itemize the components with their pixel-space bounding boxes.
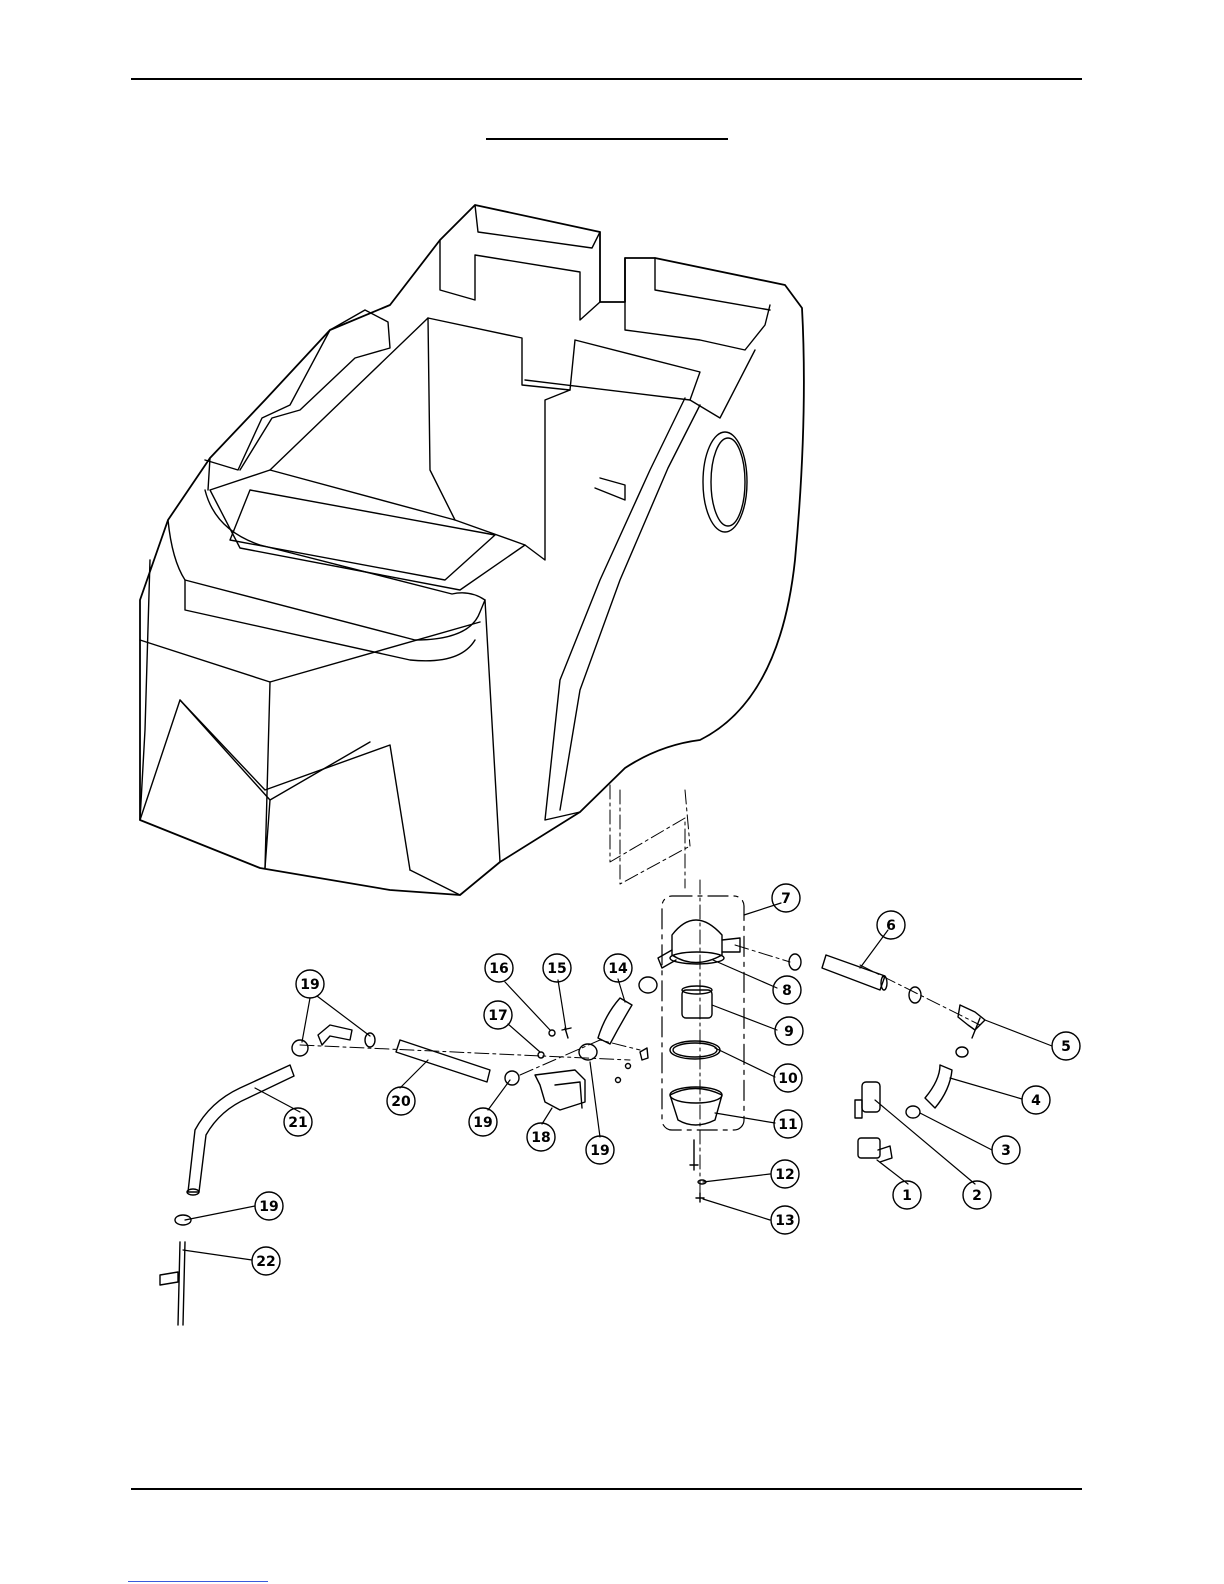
callout-22: 22 (252, 1247, 280, 1275)
leader-lines (183, 903, 1052, 1260)
callout-18-label: 18 (531, 1130, 550, 1146)
callout-19-bottom-label: 19 (259, 1199, 278, 1215)
callout-19-bottom: 19 (255, 1192, 283, 1220)
callout-13-label: 13 (775, 1213, 794, 1229)
callout-17: 17 (484, 1001, 512, 1029)
callout-22-label: 22 (256, 1254, 275, 1270)
callout-21-label: 21 (288, 1115, 307, 1131)
callout-16: 16 (485, 954, 513, 982)
callout-1: 1 (893, 1181, 921, 1209)
callout-21: 21 (284, 1108, 312, 1136)
callout-4-label: 4 (1031, 1093, 1041, 1109)
callout-20-label: 20 (391, 1094, 411, 1110)
callout-15: 15 (543, 954, 571, 982)
callout-9-label: 9 (784, 1024, 794, 1040)
callout-5: 5 (1052, 1032, 1080, 1060)
callout-19-hose: 19 (469, 1108, 497, 1136)
callout-19-top-label: 19 (300, 977, 319, 993)
callout-12: 12 (771, 1160, 799, 1188)
callout-19-valve: 19 (586, 1136, 614, 1164)
callout-11-label: 11 (778, 1117, 797, 1133)
callout-18: 18 (527, 1123, 555, 1151)
callout-17-label: 17 (488, 1008, 507, 1024)
callout-10-label: 10 (778, 1071, 798, 1087)
callout-19-top: 19 (296, 970, 324, 998)
callout-2: 2 (963, 1181, 991, 1209)
callout-20: 20 (387, 1087, 415, 1115)
callout-3: 3 (992, 1136, 1020, 1164)
callout-13: 13 (771, 1206, 799, 1234)
callout-14: 14 (604, 954, 632, 982)
filter-assembly (658, 896, 744, 1202)
callout-4: 4 (1022, 1086, 1050, 1114)
callout-16-label: 16 (489, 961, 508, 977)
callout-2-label: 2 (972, 1188, 982, 1204)
callout-7-label: 7 (781, 891, 791, 907)
callout-14-label: 14 (608, 961, 628, 977)
callout-19-hose-label: 19 (473, 1115, 492, 1131)
recovery-tank (140, 205, 804, 895)
callout-6: 6 (877, 911, 905, 939)
callout-8-label: 8 (782, 983, 792, 999)
callout-11: 11 (774, 1110, 802, 1138)
callout-5-label: 5 (1061, 1039, 1071, 1055)
left-hose-parts (160, 977, 657, 1325)
callout-9: 9 (775, 1017, 803, 1045)
callout-7: 7 (772, 884, 800, 912)
callout-3-label: 3 (1001, 1143, 1011, 1159)
callout-1-label: 1 (902, 1188, 912, 1204)
callout-19-valve-label: 19 (590, 1143, 609, 1159)
callout-6-label: 6 (886, 918, 896, 934)
callout-12-label: 12 (775, 1167, 794, 1183)
callout-8: 8 (773, 976, 801, 1004)
callout-15-label: 15 (547, 961, 566, 977)
callout-10: 10 (774, 1064, 802, 1092)
